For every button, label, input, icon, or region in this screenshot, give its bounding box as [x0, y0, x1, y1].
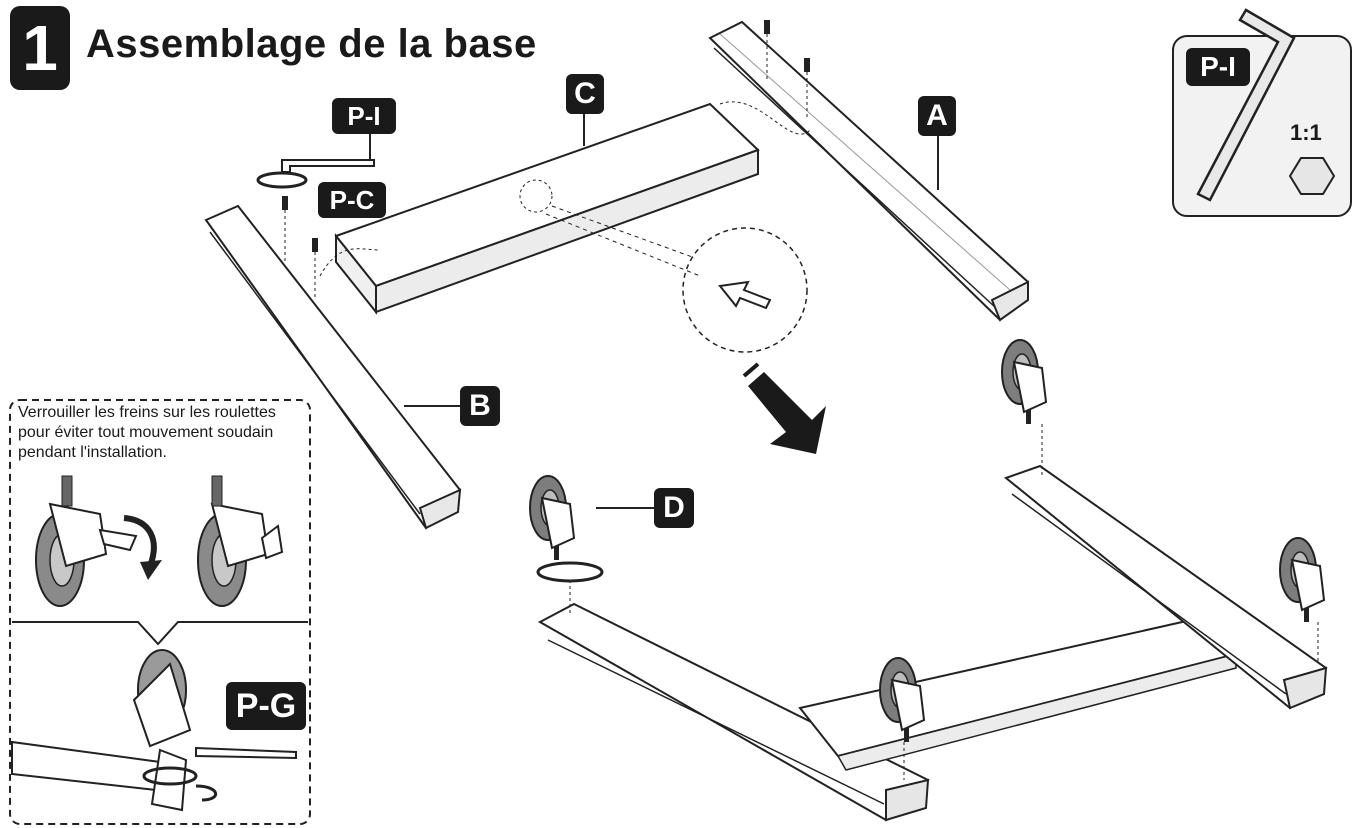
beam-c [319, 85, 811, 315]
part-label-d: D [654, 488, 694, 528]
step-arrow-icon [742, 362, 826, 454]
step-number: 1 [10, 6, 70, 90]
tool-panel [1172, 8, 1352, 217]
part-label-p-g: P-G [226, 682, 306, 730]
brake-note-panel [9, 399, 311, 825]
part-label-b: B [460, 386, 500, 426]
assembled-base [529, 339, 1328, 822]
arrow-icon [718, 280, 772, 310]
part-label-p-i: P-I [332, 98, 396, 134]
brake-note-text: Verrouiller les freins sur les roulettes… [18, 404, 276, 461]
page-title: Assemblage de la base [86, 22, 537, 66]
detail-magnifier [545, 205, 808, 353]
beam-a [708, 20, 1030, 322]
tool-label-p-i: P-I [1186, 48, 1250, 86]
tool-scale: 1:1 [1290, 120, 1322, 145]
part-label-c: C [566, 74, 604, 114]
beam-b [204, 196, 462, 530]
part-label-p-c: P-C [318, 182, 386, 218]
hex-icon [1288, 157, 1336, 195]
part-label-a: A [918, 96, 956, 136]
